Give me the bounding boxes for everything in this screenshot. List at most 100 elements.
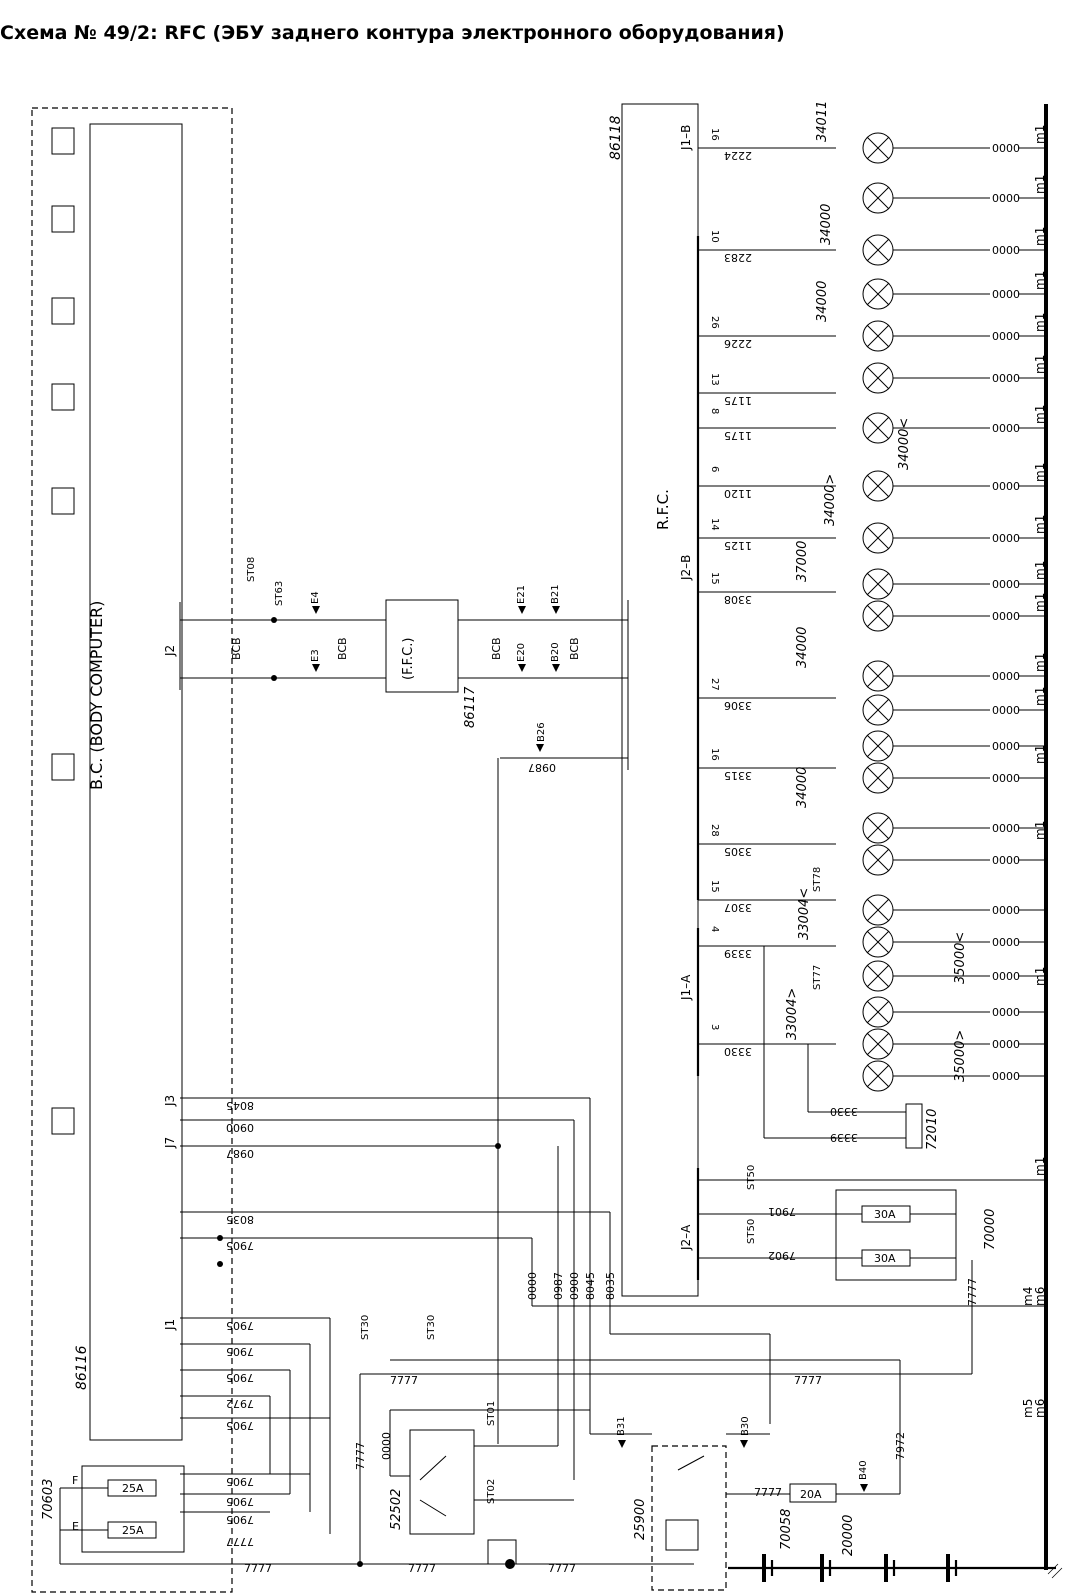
lamp-x2-7 bbox=[866, 474, 890, 498]
lamp-x2-6 bbox=[866, 416, 890, 440]
splice-label-2: ST30 bbox=[360, 1315, 371, 1340]
lamp-code-j: 33004> bbox=[785, 988, 800, 1040]
ground-labels: m1m1m1m1m1m1m1m1m1m1m1m1m1m1m1m1m1m4m6m5… bbox=[1021, 125, 1047, 1418]
lamp-x2-3 bbox=[866, 282, 890, 306]
left-fuse-code: 70603 bbox=[41, 1479, 56, 1520]
connector-j2b: J2–B bbox=[679, 555, 693, 581]
ffc-label: (F.F.C.) bbox=[401, 638, 416, 680]
ground-wire-label-18: 0000 bbox=[992, 936, 1020, 949]
wire-3339: 3339 bbox=[830, 1131, 858, 1144]
lamp-x2-21 bbox=[866, 1032, 890, 1056]
wire-7777-h: 7777 bbox=[354, 1442, 367, 1470]
body-computer-box bbox=[89, 123, 183, 1441]
relay-box bbox=[651, 1445, 727, 1591]
rfc-pin-1: 10 bbox=[709, 230, 720, 243]
rfc-label: R.F.C. bbox=[654, 489, 672, 530]
lamp-x2-18 bbox=[866, 930, 890, 954]
fuse-25a-1: 25A bbox=[122, 1482, 144, 1495]
lamp-x2-22 bbox=[866, 1064, 890, 1088]
rfc-pin-10: 28 bbox=[709, 824, 720, 837]
lamp-x2-9 bbox=[866, 572, 890, 596]
lamp-x2-11 bbox=[866, 664, 890, 688]
ground-label-m1-13: m1 bbox=[1033, 745, 1047, 764]
ground-wire-label-4: 0000 bbox=[992, 330, 1020, 343]
lamp-code-i: 33004< bbox=[797, 888, 812, 940]
ground-label-m6-b: m6 bbox=[1033, 1399, 1047, 1418]
rfc-wire-label-8: 3306 bbox=[724, 699, 752, 712]
ground-wire-label-11: 0000 bbox=[992, 670, 1020, 683]
connector-j1a: J1–A bbox=[679, 974, 693, 1001]
body-computer-code: 86116 bbox=[74, 1345, 90, 1390]
fuse-30a-2: 30A bbox=[874, 1252, 896, 1265]
diode-label-0: E4 bbox=[310, 591, 321, 604]
fuse-20a-label: 20A bbox=[800, 1488, 822, 1501]
lamp-code-k: 35000< bbox=[953, 932, 968, 984]
fuse-20a bbox=[789, 1483, 837, 1503]
bc-wire-label-1: 0900 bbox=[226, 1121, 254, 1134]
bc-wire-label-12: 7905 bbox=[226, 1513, 254, 1526]
wire-7777-a: 7777 bbox=[390, 1374, 418, 1387]
splice-label-4: ST01 bbox=[486, 1401, 497, 1426]
splice-label-7: ST50 bbox=[746, 1219, 757, 1244]
connector-j1: J1 bbox=[163, 1319, 177, 1331]
rfc-wire-label-13: 3330 bbox=[724, 1045, 752, 1058]
ground-wire-label-9: 0000 bbox=[992, 578, 1020, 591]
rfc-pin-5: 6 bbox=[709, 466, 720, 472]
vwire-0987: 0987 bbox=[552, 1272, 565, 1300]
bc-wires: 8045090009878035790579057905790579727905… bbox=[180, 1097, 610, 1548]
ground-wire-label-10: 0000 bbox=[992, 610, 1020, 623]
connector-j3: J3 bbox=[163, 1095, 177, 1107]
ground-label-m1-14: m1 bbox=[1033, 821, 1047, 840]
ground-label-m1-11: m1 bbox=[1033, 653, 1047, 672]
lamp-x2-15 bbox=[866, 816, 890, 840]
wire-3330: 3330 bbox=[830, 1105, 858, 1118]
page-title: Схема № 49/2: RFC (ЭБУ заднего контура э… bbox=[0, 22, 785, 44]
ground-wire-label-15: 0000 bbox=[992, 822, 1020, 835]
connector-j2: J2 bbox=[163, 645, 177, 657]
vwire-0000: 0000 bbox=[526, 1272, 539, 1300]
lamp-code-c: 34000 bbox=[815, 281, 830, 322]
ground-wire-label-8: 0000 bbox=[992, 532, 1020, 545]
bc-wire-label-2: 0987 bbox=[226, 1147, 254, 1160]
wire-7777-d: 7777 bbox=[408, 1562, 436, 1575]
diode-label-9: B40 bbox=[858, 1460, 869, 1480]
fuse-block-70000 bbox=[835, 1189, 957, 1281]
body-computer-zone bbox=[31, 107, 233, 1593]
bc-wire-label-9: 7905 bbox=[226, 1419, 254, 1432]
lamp-x2-0 bbox=[866, 136, 890, 160]
rfc-pin-12: 4 bbox=[709, 926, 720, 932]
lamp-x2-2 bbox=[866, 238, 890, 262]
ground-label-m4: m4 bbox=[1021, 1287, 1035, 1306]
ground-wire-label-0: 0000 bbox=[992, 142, 1020, 155]
bc-wire-label-5: 7905 bbox=[226, 1319, 254, 1332]
fuse-wire-7902: 7902 bbox=[768, 1249, 796, 1262]
rfc-wire-label-10: 3305 bbox=[724, 845, 752, 858]
fuse-30a-1: 30A bbox=[874, 1208, 896, 1221]
lamp-code-a: 34011 bbox=[815, 101, 830, 142]
relay-code: 25900 bbox=[633, 1499, 648, 1540]
lamp-x2-20 bbox=[866, 1000, 890, 1024]
rfc-wire-label-11: 3307 bbox=[724, 901, 752, 914]
vwire-0900: 0900 bbox=[568, 1272, 581, 1300]
bc-wire-label-8: 7972 bbox=[226, 1397, 254, 1410]
rfc-wire-label-6: 1125 bbox=[724, 539, 752, 552]
connector-72010 bbox=[905, 1103, 923, 1149]
ground-label-m6-a: m6 bbox=[1033, 1287, 1047, 1306]
bc-wire-label-3: 8035 bbox=[226, 1213, 254, 1226]
splice-label-1: ST63 bbox=[274, 581, 285, 606]
ground-label-m1-12: m1 bbox=[1033, 687, 1047, 706]
ground-label-m1-0: m1 bbox=[1033, 125, 1047, 144]
bcb-label-4: BCB bbox=[568, 637, 581, 660]
ground-label-m1-9: m1 bbox=[1033, 561, 1047, 580]
ground-wire-label-22: 0000 bbox=[992, 1070, 1020, 1083]
body-computer-label: B.C. (BODY COMPUTER) bbox=[87, 601, 106, 790]
lamp-group: 0000 0000 0000 0000 0000 0000 0000 0000 0000 0000… bbox=[862, 132, 1046, 1092]
ground-wire-label-5: 0000 bbox=[992, 372, 1020, 385]
ground-label-m1-1: m1 bbox=[1033, 175, 1047, 194]
ground-label-m1-2: m1 bbox=[1033, 227, 1047, 246]
splice-label-5: ST02 bbox=[486, 1479, 497, 1504]
wire-7777-b: 7777 bbox=[794, 1374, 822, 1387]
rfc-pin-3: 13 bbox=[709, 373, 720, 386]
